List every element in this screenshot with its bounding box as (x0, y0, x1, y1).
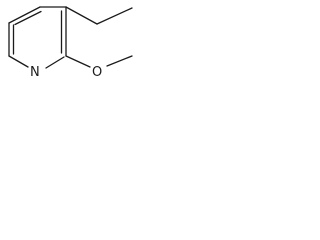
bond-n1-label (8, 55, 29, 68)
bond-c2-o (65, 55, 91, 68)
bond-n-c2 (45, 56, 65, 69)
bond-c5-c6 (8, 6, 41, 24)
bond-o-ch3 (106, 55, 133, 67)
oxygen-atom-label: O (92, 65, 102, 80)
nitrogen-atom-label: N (30, 65, 40, 80)
pyridine-ring (8, 6, 67, 69)
methoxy-group (65, 55, 133, 68)
bond-c5-c6-inner (14, 10, 42, 26)
ethyl-group (65, 6, 133, 25)
bond-c3-ch2 (65, 6, 98, 25)
bond-ch2-ch3 (96, 7, 133, 25)
molecule-structure: N O (8, 6, 133, 80)
